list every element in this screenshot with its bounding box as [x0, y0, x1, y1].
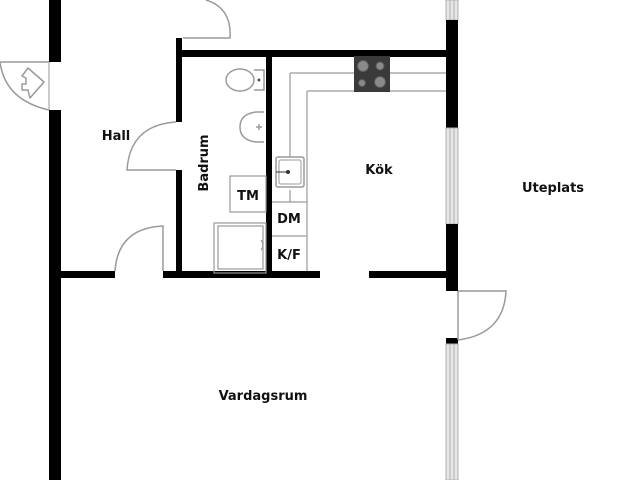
hall-top-door[interactable] — [183, 0, 231, 39]
entrance-door[interactable] — [0, 61, 50, 111]
hall-living-door[interactable] — [114, 225, 164, 272]
room-label-uteplats: Uteplats — [522, 181, 584, 196]
room-label-hall: Hall — [102, 129, 131, 144]
shower-icon — [213, 222, 267, 274]
exterior-wall-right — [445, 0, 459, 480]
stove-icon — [354, 56, 390, 92]
fixture-label-tm: TM — [237, 189, 259, 204]
bathroom-walls — [163, 38, 448, 278]
patio-door[interactable] — [457, 290, 507, 341]
entrance-arrow-icon — [21, 67, 45, 99]
toilet-icon — [225, 68, 265, 92]
room-label-badrum: Badrum — [197, 134, 212, 191]
room-label-vardagsrum: Vardagsrum — [219, 389, 308, 404]
bathroom-door[interactable] — [126, 121, 177, 171]
kitchen-sink-icon — [275, 156, 305, 188]
exterior-wall-left — [49, 0, 61, 480]
fixture-label-dm: DM — [277, 212, 301, 227]
washbasin-icon — [239, 111, 264, 143]
washing-machine-tm — [229, 175, 267, 213]
fixture-label-kf: K/F — [277, 248, 301, 263]
room-label-kok: Kök — [365, 163, 393, 178]
hall-bottom-wall — [55, 271, 115, 278]
